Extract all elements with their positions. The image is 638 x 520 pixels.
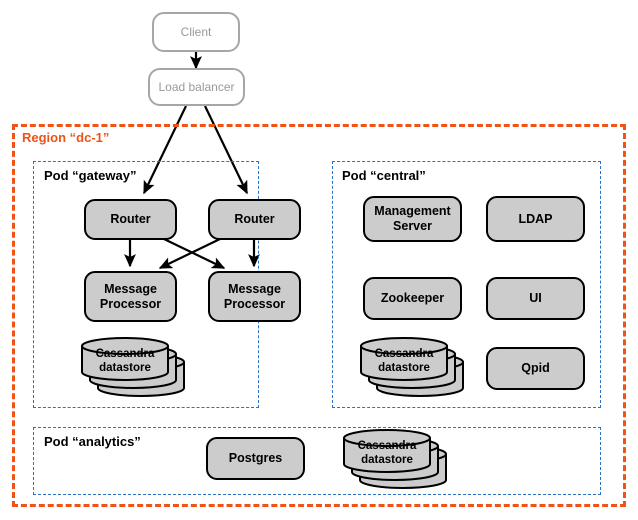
node-message-processor-1-label: Message Processor: [99, 281, 162, 311]
datastore-cassandra-analytics[interactable]: Cassandra datastore: [340, 429, 460, 492]
node-ui-label: UI: [529, 291, 542, 306]
datastore-cassandra-gateway[interactable]: Cassandra datastore: [78, 337, 198, 400]
node-ui[interactable]: UI: [486, 277, 585, 320]
node-postgres-label: Postgres: [228, 451, 283, 466]
node-client-label: Client: [180, 24, 212, 39]
node-load-balancer-label: Load balancer: [158, 79, 235, 94]
node-postgres[interactable]: Postgres: [206, 437, 305, 480]
node-zookeeper[interactable]: Zookeeper: [363, 277, 462, 320]
node-zookeeper-label: Zookeeper: [380, 291, 445, 306]
node-qpid-label: Qpid: [521, 361, 550, 376]
node-ldap[interactable]: LDAP: [486, 196, 585, 242]
node-management-server[interactable]: Management Server: [363, 196, 462, 242]
node-qpid[interactable]: Qpid: [486, 347, 585, 390]
pod-gateway-label: Pod “gateway”: [44, 168, 137, 183]
pod-analytics: [33, 427, 601, 495]
node-management-server-label: Management Server: [374, 204, 451, 233]
pod-analytics-label: Pod “analytics”: [44, 434, 141, 449]
node-message-processor-2[interactable]: Message Processor: [208, 271, 301, 322]
datastore-cassandra-central[interactable]: Cassandra datastore: [357, 337, 477, 400]
node-router-1-label: Router: [110, 212, 151, 227]
node-ldap-label: LDAP: [518, 211, 553, 226]
pod-central: [332, 161, 601, 408]
region-dc-1: [12, 124, 626, 507]
region-dc-1-label: Region “dc-1”: [22, 130, 110, 145]
node-router-2[interactable]: Router: [208, 199, 301, 240]
node-message-processor-2-label: Message Processor: [223, 281, 286, 311]
node-load-balancer[interactable]: Load balancer: [148, 68, 245, 106]
node-message-processor-1[interactable]: Message Processor: [84, 271, 177, 322]
node-router-1[interactable]: Router: [84, 199, 177, 240]
node-client[interactable]: Client: [152, 12, 240, 52]
node-router-2-label: Router: [234, 212, 275, 227]
pod-central-label: Pod “central”: [342, 168, 426, 183]
